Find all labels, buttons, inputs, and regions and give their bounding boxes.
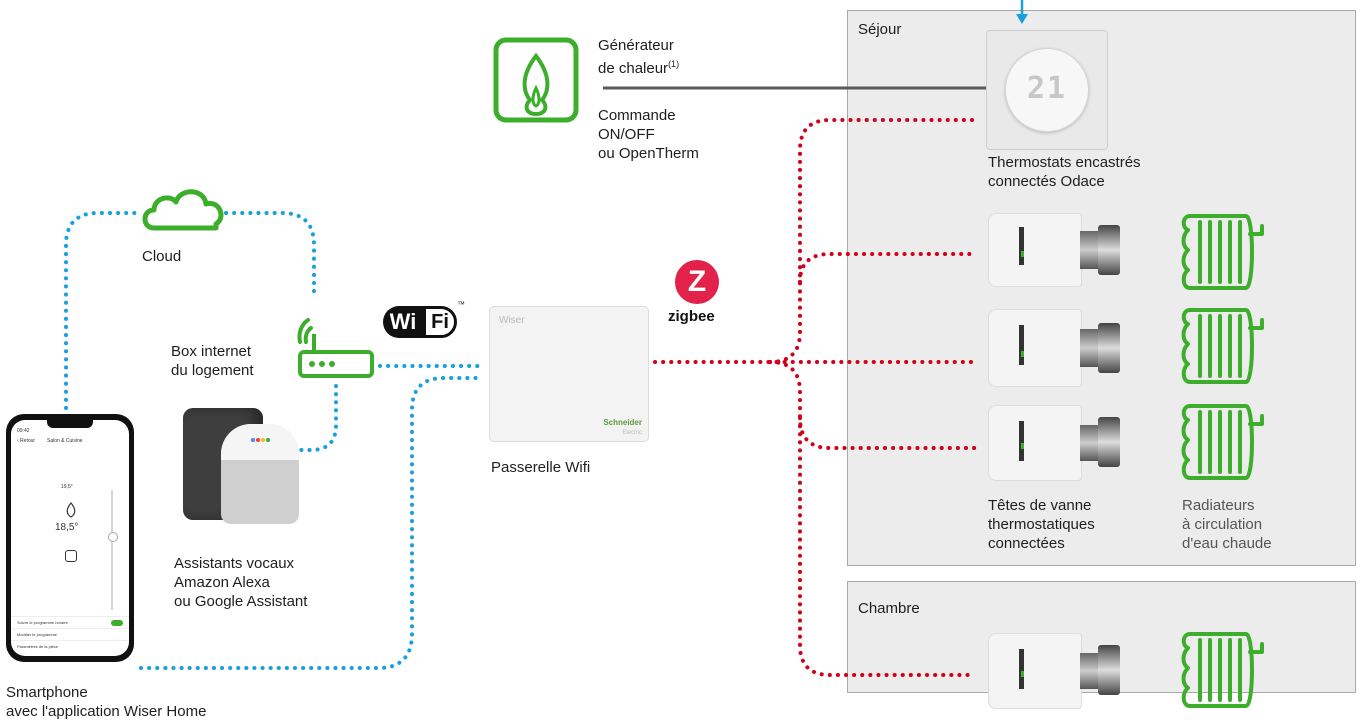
- link-phone-gateway: [139, 376, 485, 670]
- link-to-valve-chambre: [798, 416, 977, 677]
- thermostat-label: Thermostats encastrés connectés Odace: [988, 154, 1141, 190]
- timer-icon[interactable]: [65, 550, 77, 562]
- link-box-assistant: [295, 384, 338, 452]
- heat-generator-line1: Générateur: [598, 37, 674, 54]
- thermostat-odace: 21: [986, 30, 1108, 150]
- incoming-arrow-head: [1016, 14, 1028, 24]
- smartphone: 09:42 ‹ Retour Salon & Cuisine 19,5° 18,…: [6, 414, 134, 662]
- phone-time: 09:42: [17, 428, 30, 434]
- heat-generator-footnote: (1): [668, 59, 680, 69]
- link-to-valve-1: [798, 252, 977, 284]
- gateway-brand: Wiser: [499, 315, 525, 326]
- assistants-label: Assistants vocaux Amazon Alexa ou Google…: [174, 555, 308, 610]
- valve-sejour-2: [988, 309, 1122, 387]
- cloud-label: Cloud: [142, 248, 182, 265]
- radiator-icon-chambre: [1181, 632, 1264, 708]
- phone-title: Salon & Cuisine: [47, 438, 83, 444]
- phone-current-temp: 19,5°: [61, 484, 73, 490]
- wifi-logo-tm: ™: [457, 300, 465, 309]
- setpoint-slider[interactable]: [108, 490, 118, 610]
- flame-icon: [66, 502, 76, 518]
- google-home-top: [221, 424, 299, 460]
- zigbee-letter: Z: [687, 265, 707, 298]
- cloud-icon: [142, 189, 224, 231]
- command-label: Commande ON/OFF ou OpenTherm: [598, 107, 699, 162]
- schedule-toggle[interactable]: [111, 620, 123, 626]
- thermostat-dial: 21: [1005, 48, 1089, 132]
- setpoint-slider-thumb[interactable]: [108, 532, 118, 542]
- link-to-thermostat: [768, 118, 977, 364]
- phone-screen: 09:42 ‹ Retour Salon & Cuisine 19,5° 18,…: [11, 420, 129, 656]
- room-chambre-label: Chambre: [858, 600, 920, 617]
- radiator-icon-2: [1181, 308, 1264, 384]
- heat-generator-label: Générateur de chaleur(1): [598, 36, 679, 78]
- room-sejour-label: Séjour: [858, 21, 902, 38]
- gateway-maker-sub: Electric: [622, 430, 642, 436]
- link-cloud-box: [224, 211, 316, 298]
- phone-setpoint: 18,5°: [55, 522, 79, 533]
- wifi-gateway: Wiser Schneider Electric: [489, 306, 649, 442]
- valves-label: Têtes de vanne thermostatiques connectée…: [988, 497, 1095, 552]
- radiator-icon-3: [1181, 404, 1264, 480]
- gateway-label: Passerelle Wifi: [491, 459, 591, 476]
- phone-row-schedule[interactable]: Suivre le programme horaire: [11, 616, 129, 629]
- thermostat-display: 21: [1026, 71, 1068, 106]
- smartphone-label: Smartphone avec l'application Wiser Home: [6, 684, 207, 720]
- internet-box-icon: [297, 318, 374, 378]
- google-home-leds: [251, 438, 271, 442]
- heat-generator-icon: [493, 37, 579, 123]
- valve-chambre: [988, 633, 1122, 709]
- wifi-logo-right: Fi: [423, 306, 457, 338]
- zigbee-logo: Z zigbee: [668, 260, 732, 330]
- wifi-logo: Wi Fi ™: [383, 300, 465, 342]
- internet-box-label: Box internet du logement: [171, 343, 254, 379]
- zigbee-word: zigbee: [668, 308, 715, 325]
- valve-sejour-3: [988, 405, 1122, 481]
- phone-back[interactable]: ‹ Retour: [17, 438, 36, 444]
- google-home-speaker: [221, 424, 299, 524]
- valve-sejour-1: [988, 213, 1122, 287]
- phone-notch: [47, 420, 93, 428]
- heat-generator-line2: de chaleur: [598, 60, 669, 77]
- radiators-label: Radiateurs à circulation d'eau chaude: [1182, 497, 1272, 552]
- phone-row-program[interactable]: Modifier le programme: [11, 628, 129, 641]
- link-phone-cloud: [64, 211, 142, 410]
- phone-row-settings[interactable]: Paramètres de la pièce: [11, 640, 129, 653]
- wifi-logo-left: Wi: [383, 306, 423, 338]
- zigbee-circle: Z: [675, 260, 719, 304]
- radiator-icon-1: [1181, 214, 1264, 290]
- gateway-maker: Schneider: [603, 418, 642, 427]
